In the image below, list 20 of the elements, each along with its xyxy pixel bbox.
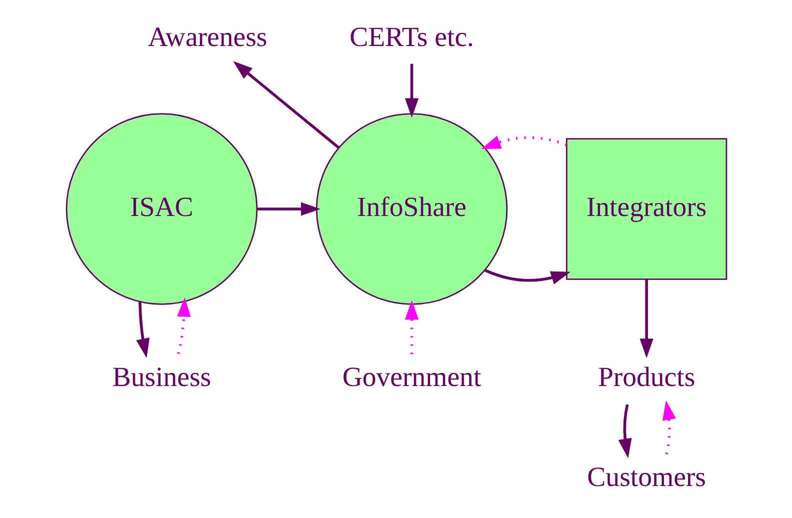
node-text: CERTs etc. bbox=[349, 22, 474, 53]
node-box: Integrators bbox=[565, 138, 727, 280]
arrow bbox=[136, 302, 150, 358]
node-text: Customers bbox=[586, 462, 706, 494]
arrow bbox=[176, 297, 190, 354]
arrow bbox=[662, 400, 676, 454]
node-circle: InfoShare bbox=[315, 113, 508, 305]
arrow bbox=[480, 136, 566, 150]
arrow bbox=[256, 202, 320, 216]
node-text: Government bbox=[342, 362, 481, 394]
arrow bbox=[618, 404, 632, 458]
node-text: Awareness bbox=[147, 22, 267, 53]
arrow bbox=[404, 64, 418, 118]
arrow bbox=[639, 279, 653, 358]
arrow bbox=[232, 61, 340, 149]
arrow bbox=[484, 269, 570, 284]
node-circle: ISAC bbox=[65, 113, 258, 305]
node-text: Business bbox=[112, 362, 211, 394]
arrow bbox=[404, 300, 418, 354]
node-text: Products bbox=[597, 362, 695, 394]
